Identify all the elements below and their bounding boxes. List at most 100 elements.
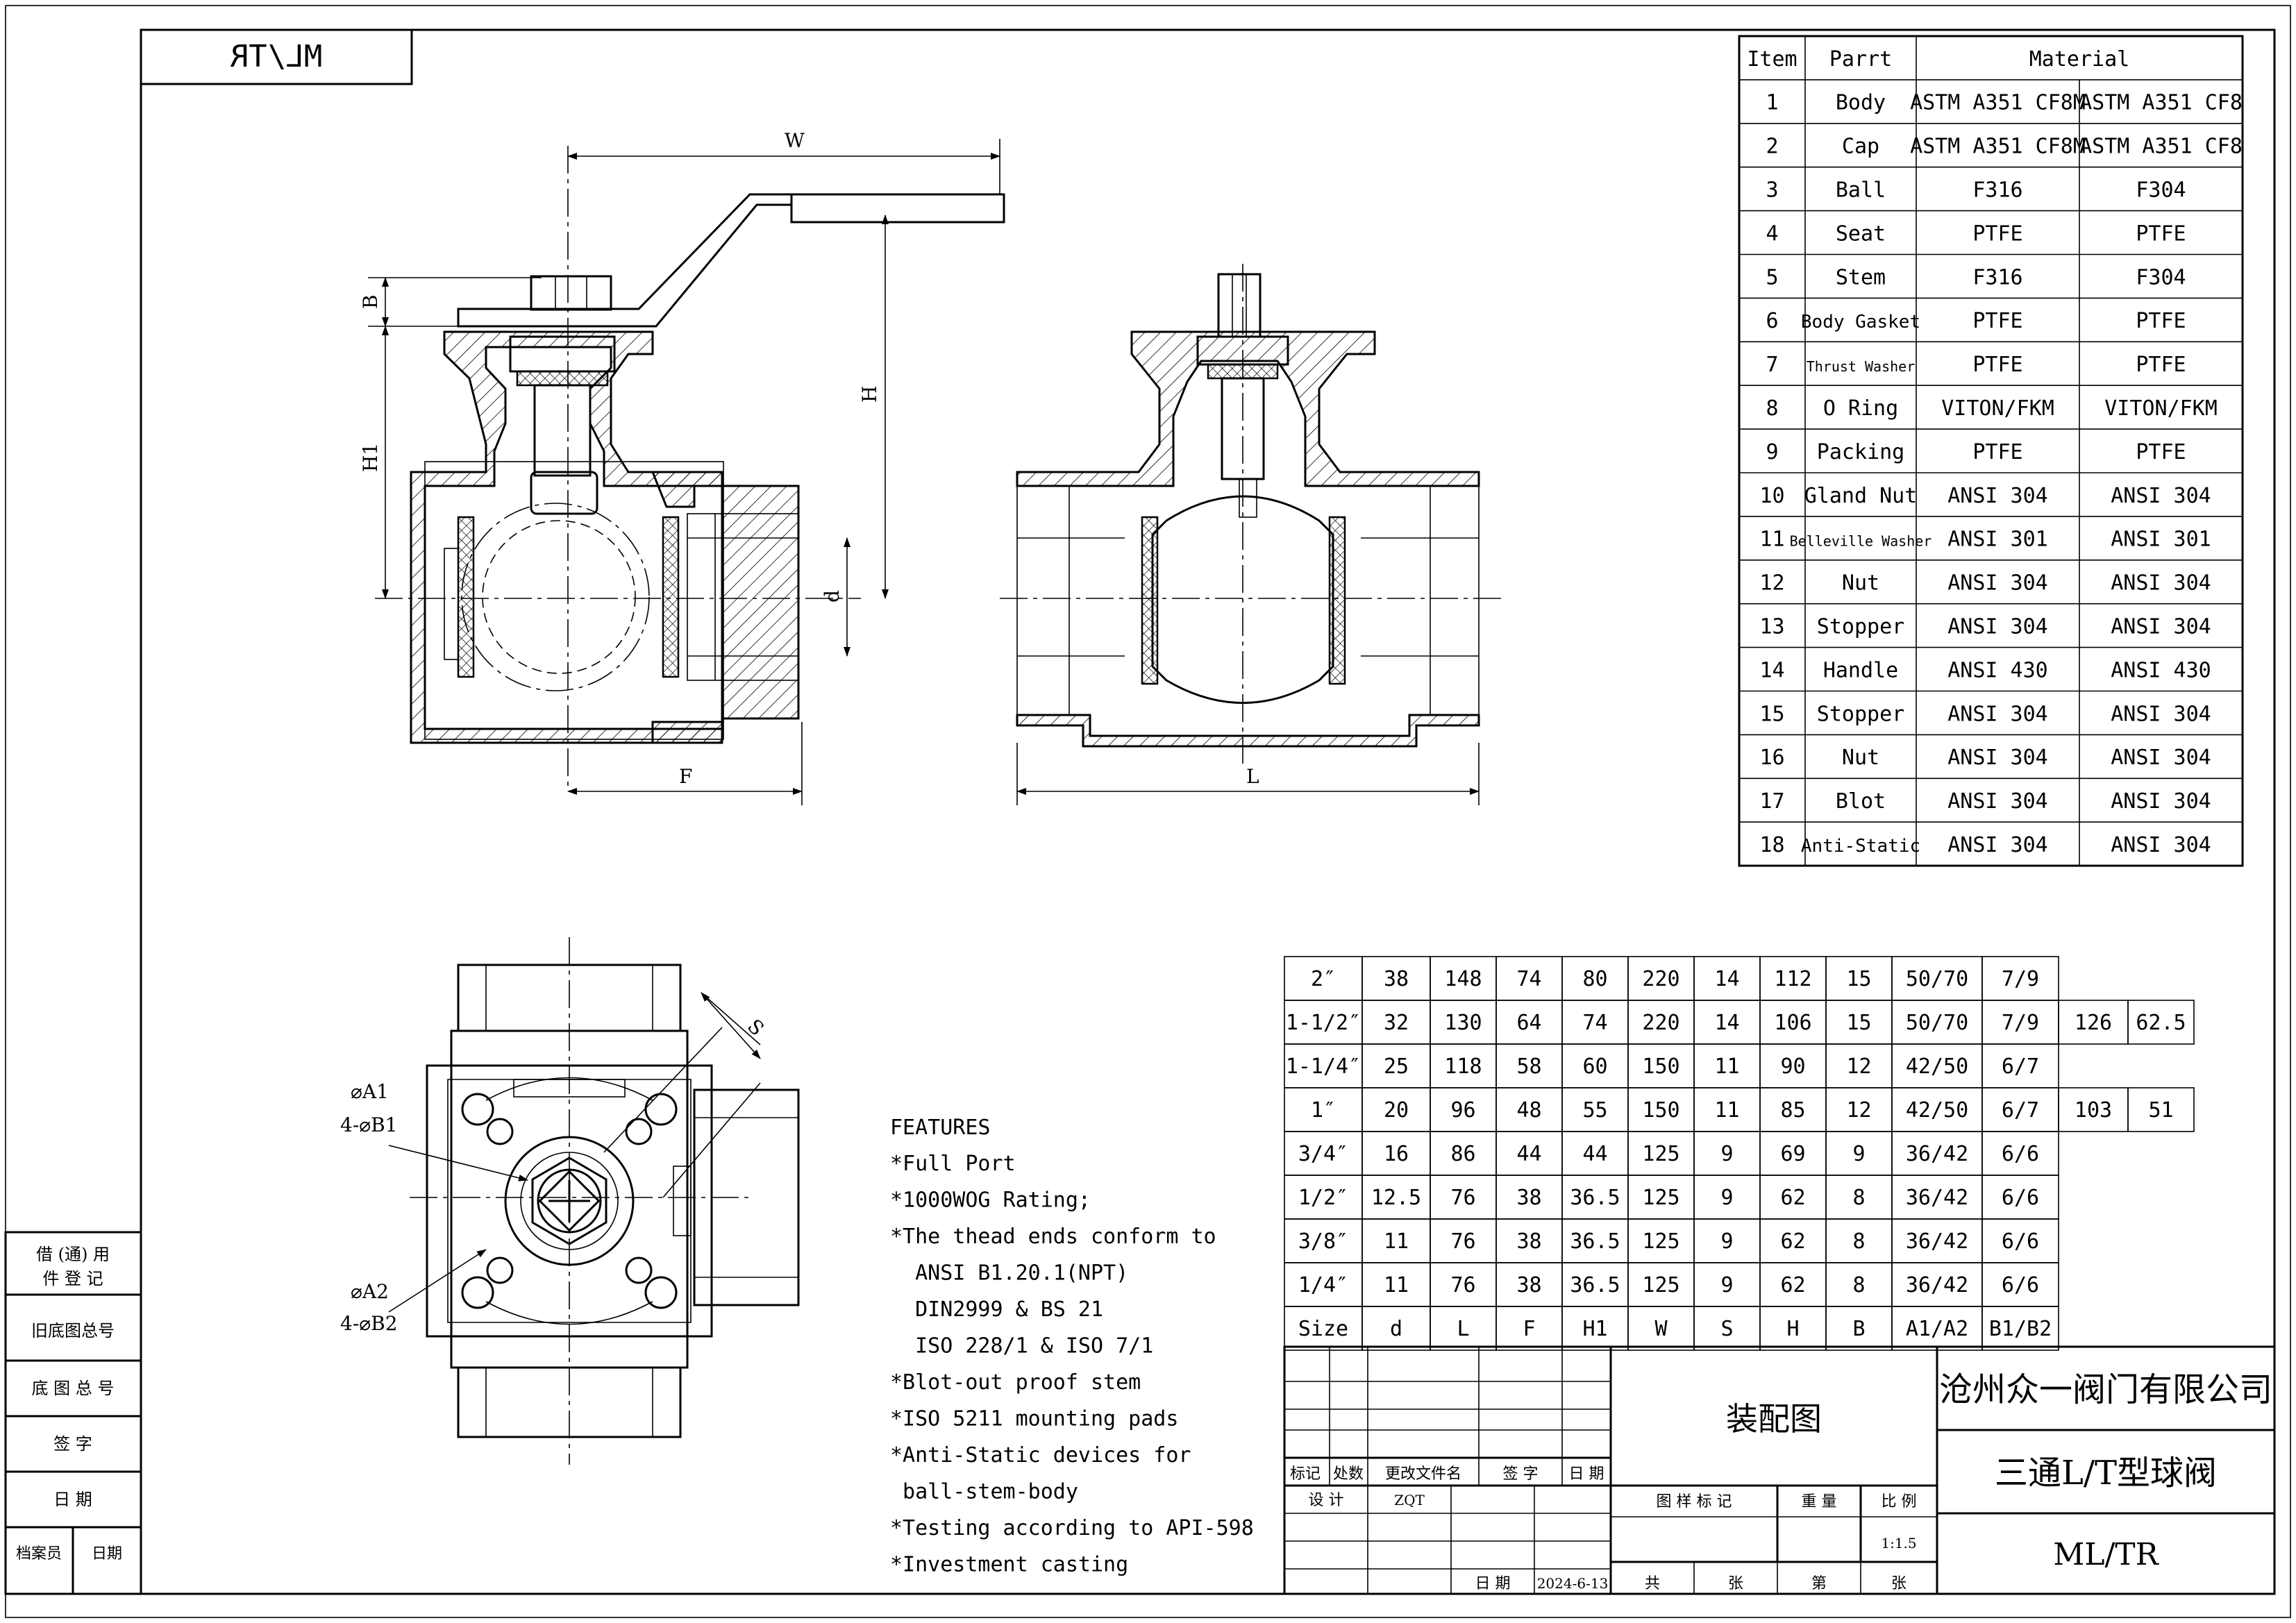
tb-stage: 图 样 标 记 <box>1657 1493 1732 1511</box>
size-cell: 125 <box>1642 1273 1679 1297</box>
parts-cell: ASTM A351 CF8M <box>1910 135 2086 159</box>
parts-cell: Belleville Washer <box>1790 533 1932 550</box>
size-cell: 20 <box>1384 1098 1409 1122</box>
size-cell: 3/8″ <box>1298 1229 1348 1254</box>
size-cell: 76 <box>1450 1229 1475 1254</box>
outer-border <box>5 5 2291 1618</box>
stem-top <box>1217 273 1262 338</box>
dim-F: F <box>679 765 692 788</box>
tb-count: 处数 <box>1333 1465 1364 1483</box>
size-cell: 25 <box>1384 1054 1409 1079</box>
top-nut <box>530 275 612 311</box>
size-cell: 36/42 <box>1906 1142 1968 1166</box>
feature-line: ANSI B1.20.1(NPT) <box>890 1261 1128 1286</box>
feature-line: *Full Port <box>890 1152 1016 1176</box>
parts-cell: ANSI 430 <box>2111 658 2211 682</box>
tb-sheets2: 张 <box>1891 1575 1907 1592</box>
parts-cell: 17 <box>1759 789 1784 814</box>
size-cell: 6/6 <box>2002 1142 2039 1166</box>
feature-line: *ISO 5211 mounting pads <box>890 1407 1178 1431</box>
tb-date-value: 2024-6-13 <box>1537 1575 1609 1592</box>
size-cell: B1/B2 <box>1989 1317 2052 1341</box>
feature-line: ISO 228/1 & ISO 7/1 <box>890 1334 1153 1359</box>
size-cell: 130 <box>1444 1011 1482 1035</box>
parts-cell: ANSI 304 <box>2111 571 2211 596</box>
parts-cell: ANSI 304 <box>2111 484 2211 508</box>
size-cell: 12 <box>1846 1098 1871 1122</box>
size-cell: 126 <box>2075 1011 2112 1035</box>
feature-line: *Testing according to API-598 <box>890 1516 1254 1540</box>
size-cell: 36/42 <box>1906 1186 1968 1210</box>
size-cell: 86 <box>1450 1142 1475 1166</box>
side-label-7: 日期 <box>92 1545 122 1563</box>
size-cell: 1″ <box>1311 1098 1336 1122</box>
parts-cell: 13 <box>1759 614 1784 639</box>
parts-cell: ANSI 304 <box>1947 746 2048 770</box>
size-cell: 125 <box>1642 1142 1679 1166</box>
stem <box>533 384 592 477</box>
parts-cell: VITON/FKM <box>1941 396 2054 421</box>
size-cell: 80 <box>1582 967 1607 991</box>
parts-cell: ASTM A351 CF8 <box>2079 135 2243 159</box>
dim-B2: 4-⌀B2 <box>340 1312 398 1335</box>
size-cell: 36.5 <box>1570 1273 1620 1297</box>
parts-cell: 11 <box>1759 528 1784 552</box>
size-cell: 8 <box>1852 1186 1865 1210</box>
size-cell: F <box>1523 1317 1535 1341</box>
parts-cell: 5 <box>1766 265 1778 289</box>
parts-cell: 14 <box>1759 658 1784 682</box>
size-cell: 51 <box>2148 1098 2173 1122</box>
front-section-view: W H B H1 d F <box>359 129 1005 805</box>
size-cell: 50/70 <box>1906 1011 1968 1035</box>
tb-scale-value: 1:1.5 <box>1881 1535 1916 1551</box>
feature-line: *Investment casting <box>890 1553 1128 1577</box>
parts-cell: ANSI 304 <box>2111 789 2211 814</box>
mounting-flange-circle <box>504 1136 635 1266</box>
parts-cell: PTFE <box>1972 440 2022 464</box>
size-cell: 7/9 <box>2002 1011 2039 1035</box>
size-cell: 62.5 <box>2136 1011 2186 1035</box>
parts-cell: PTFE <box>1972 309 2022 333</box>
dim-A2: ⌀A2 <box>351 1280 389 1303</box>
title-block: 标记 处数 更改文件名 签 字 日 期 设 计 ZQT 日 期 2024-6-1… <box>1283 1345 2276 1595</box>
size-cell: 58 <box>1516 1054 1541 1079</box>
size-cell: 150 <box>1642 1098 1679 1122</box>
parts-cell: ASTM A351 CF8 <box>2079 91 2243 115</box>
parts-cell: Stopper <box>1817 702 1904 726</box>
parts-cell: PTFE <box>1972 221 2022 246</box>
size-cell: 9 <box>1720 1142 1733 1166</box>
size-cell: 9 <box>1720 1186 1733 1210</box>
size-cell: 42/50 <box>1906 1054 1968 1079</box>
parts-cell: Gland Nut <box>1804 484 1918 508</box>
dim-d: d <box>821 590 844 603</box>
feature-line: ball-stem-body <box>890 1480 1078 1504</box>
parts-cell: F304 <box>2136 265 2186 289</box>
feature-line: *1000WOG Rating; <box>890 1188 1091 1213</box>
parts-cell: PTFE <box>2136 309 2186 333</box>
parts-cell: ANSI 304 <box>2111 746 2211 770</box>
parts-cell: Seat <box>1836 221 1886 246</box>
size-cell: 12 <box>1846 1054 1871 1079</box>
parts-cell: Ball <box>1836 178 1886 202</box>
size-cell: 16 <box>1384 1142 1409 1166</box>
parts-cell: PTFE <box>2136 353 2186 377</box>
tb-sheets: 张 <box>1728 1575 1743 1592</box>
size-cell: 60 <box>1582 1054 1607 1079</box>
parts-cell: 12 <box>1759 571 1784 596</box>
seat-left <box>457 516 475 678</box>
size-cell: 76 <box>1450 1186 1475 1210</box>
size-cell: W <box>1654 1317 1668 1341</box>
feature-line: *Anti-Static devices for <box>890 1443 1191 1468</box>
parts-cell: Body Gasket <box>1801 312 1920 333</box>
model-code-mirrored: ML/TR <box>230 39 322 74</box>
parts-cell: Cap <box>1842 135 1879 159</box>
size-cell: 62 <box>1780 1273 1805 1297</box>
size-cell: 1-1/4″ <box>1286 1054 1361 1079</box>
size-cell: 112 <box>1774 967 1811 991</box>
tb-model: ML/TR <box>2053 1537 2159 1572</box>
parts-cell: Body <box>1836 91 1886 115</box>
size-cell: 11 <box>1384 1273 1409 1297</box>
parts-cell: 7 <box>1766 353 1778 377</box>
parts-cell: PTFE <box>2136 440 2186 464</box>
